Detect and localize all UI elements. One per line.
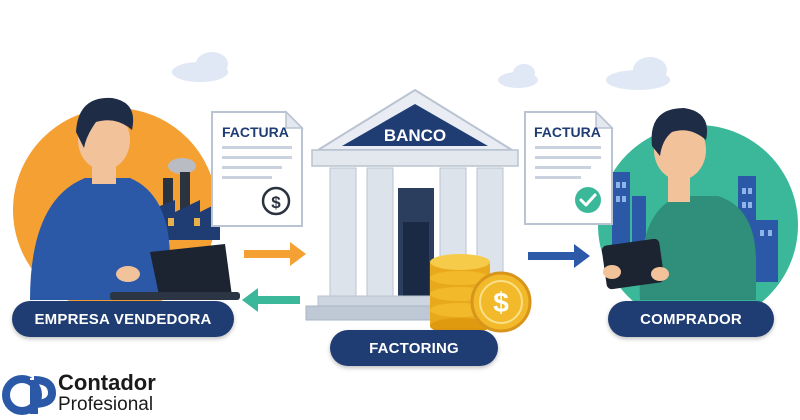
brand-logo-icon [2,375,57,415]
svg-text:$: $ [271,193,281,212]
invoice-left-title: FACTURA [222,124,289,140]
invoice-right-title: FACTURA [534,124,601,140]
arrow-left-teal-icon [242,288,300,312]
cloud-icon [498,64,538,88]
factoring-label: FACTORING [330,330,498,366]
seller-person [30,97,170,300]
laptop-icon [110,244,240,300]
bank-label: BANCO [383,126,447,145]
arrow-right-blue-icon [528,244,590,268]
svg-text:$: $ [493,287,509,318]
tablet-icon [601,238,669,290]
arrow-right-orange-icon [244,242,306,266]
check-circle-icon [575,187,601,213]
factory-icon [150,158,220,240]
cloud-icon [172,52,228,82]
buyer-label: COMPRADOR [608,301,774,337]
dollar-coin-icon: $ [470,271,532,333]
brand-name-line1: Contador [58,370,156,395]
bank-building-icon [305,88,525,321]
cloud-icon [606,57,670,90]
dollar-circle-icon: $ [261,186,291,216]
seller-label: EMPRESA VENDEDORA [12,301,234,337]
brand-name-line2: Profesional [58,394,154,415]
